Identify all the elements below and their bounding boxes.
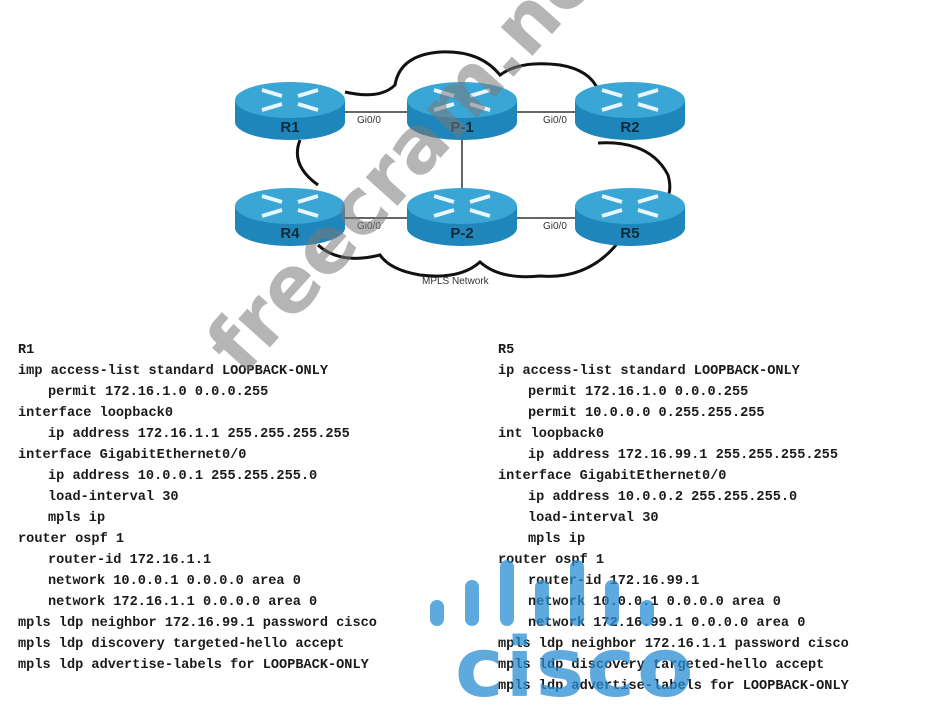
router-arrows-icon <box>601 194 659 218</box>
config-line: ip address 10.0.0.1 255.255.255.0 <box>48 469 318 484</box>
config-line: mpls ip <box>48 511 106 526</box>
router-r4: R4 <box>235 188 345 246</box>
config-line: mpls ip <box>528 532 586 547</box>
cisco-logo-text: cisco <box>455 621 696 716</box>
config-line: ip access-list standard LOOPBACK-ONLY <box>498 364 800 379</box>
config-line: mpls ldp advertise-labels for LOOPBACK-O… <box>18 658 369 673</box>
r5-config: R5 ip access-list standard LOOPBACK-ONLY p… <box>498 340 849 697</box>
config-line: interface GigabitEthernet0/0 <box>498 469 727 484</box>
config-line: router-id 172.16.1.1 <box>48 553 212 568</box>
router-label: R4 <box>280 225 300 242</box>
config-line: load-interval 30 <box>48 490 179 505</box>
config-line: imp access-list standard LOOPBACK-ONLY <box>18 364 328 379</box>
router-r5: R5 <box>575 188 685 246</box>
router-arrows-icon <box>433 88 491 112</box>
config-line: router ospf 1 <box>18 532 125 547</box>
interface-label: Gi0/0 <box>543 221 567 232</box>
router-label: R2 <box>620 119 639 136</box>
config-line: permit 172.16.1.0 0.0.0.255 <box>48 385 269 400</box>
config-line: ip address 172.16.1.1 255.255.255.255 <box>48 427 350 442</box>
router-label: R1 <box>280 119 299 136</box>
router-p-1: P-1 <box>407 82 517 140</box>
router-label: P-1 <box>450 119 473 136</box>
config-line: mpls ldp neighbor 172.16.1.1 password ci… <box>498 637 849 652</box>
interface-label: Gi0/0 <box>357 115 381 126</box>
router-arrows-icon <box>433 194 491 218</box>
router-arrows-icon <box>601 88 659 112</box>
r1-config: R1 imp access-list standard LOOPBACK-ONLY… <box>18 340 377 676</box>
config-line: interface loopback0 <box>18 406 173 421</box>
config-line: permit 10.0.0.0 0.255.255.255 <box>528 406 765 421</box>
config-line: int loopback0 <box>498 427 605 442</box>
router-arrows-icon <box>261 194 319 218</box>
config-title: R1 <box>18 343 35 358</box>
links <box>345 111 578 219</box>
config-line: mpls ldp discovery targeted-hello accept <box>498 658 825 673</box>
interface-label: Gi0/0 <box>543 115 567 126</box>
router-label: P-2 <box>450 225 473 242</box>
config-line: network 10.0.0.1 0.0.0.0 area 0 <box>48 574 301 589</box>
config-line: interface GigabitEthernet0/0 <box>18 448 247 463</box>
config-line: mpls ldp neighbor 172.16.99.1 password c… <box>18 616 377 631</box>
router-r2: R2 <box>575 82 685 140</box>
config-line: mpls ldp discovery targeted-hello accept <box>18 637 345 652</box>
mpls-cloud <box>295 50 672 279</box>
config-line: permit 172.16.1.0 0.0.0.255 <box>528 385 749 400</box>
config-line: ip address 172.16.99.1 255.255.255.255 <box>528 448 838 463</box>
config-line: network 172.16.99.1 0.0.0.0 area 0 <box>528 616 806 631</box>
config-title: R5 <box>498 343 515 358</box>
router-arrows-icon <box>261 88 319 112</box>
config-line: ip address 10.0.0.2 255.255.255.0 <box>528 490 798 505</box>
config-line: network 172.16.1.1 0.0.0.0 area 0 <box>48 595 318 610</box>
interface-label: Gi0/0 <box>357 221 381 232</box>
router-p-2: P-2 <box>407 188 517 246</box>
router-label: R5 <box>620 225 639 242</box>
config-line: load-interval 30 <box>528 511 659 526</box>
cisco-logo-bars <box>430 560 654 626</box>
router-r1: R1 <box>235 82 345 140</box>
cloud-label: MPLS Network <box>422 276 490 287</box>
config-line: mpls ldp advertise-labels for LOOPBACK-O… <box>498 679 849 694</box>
